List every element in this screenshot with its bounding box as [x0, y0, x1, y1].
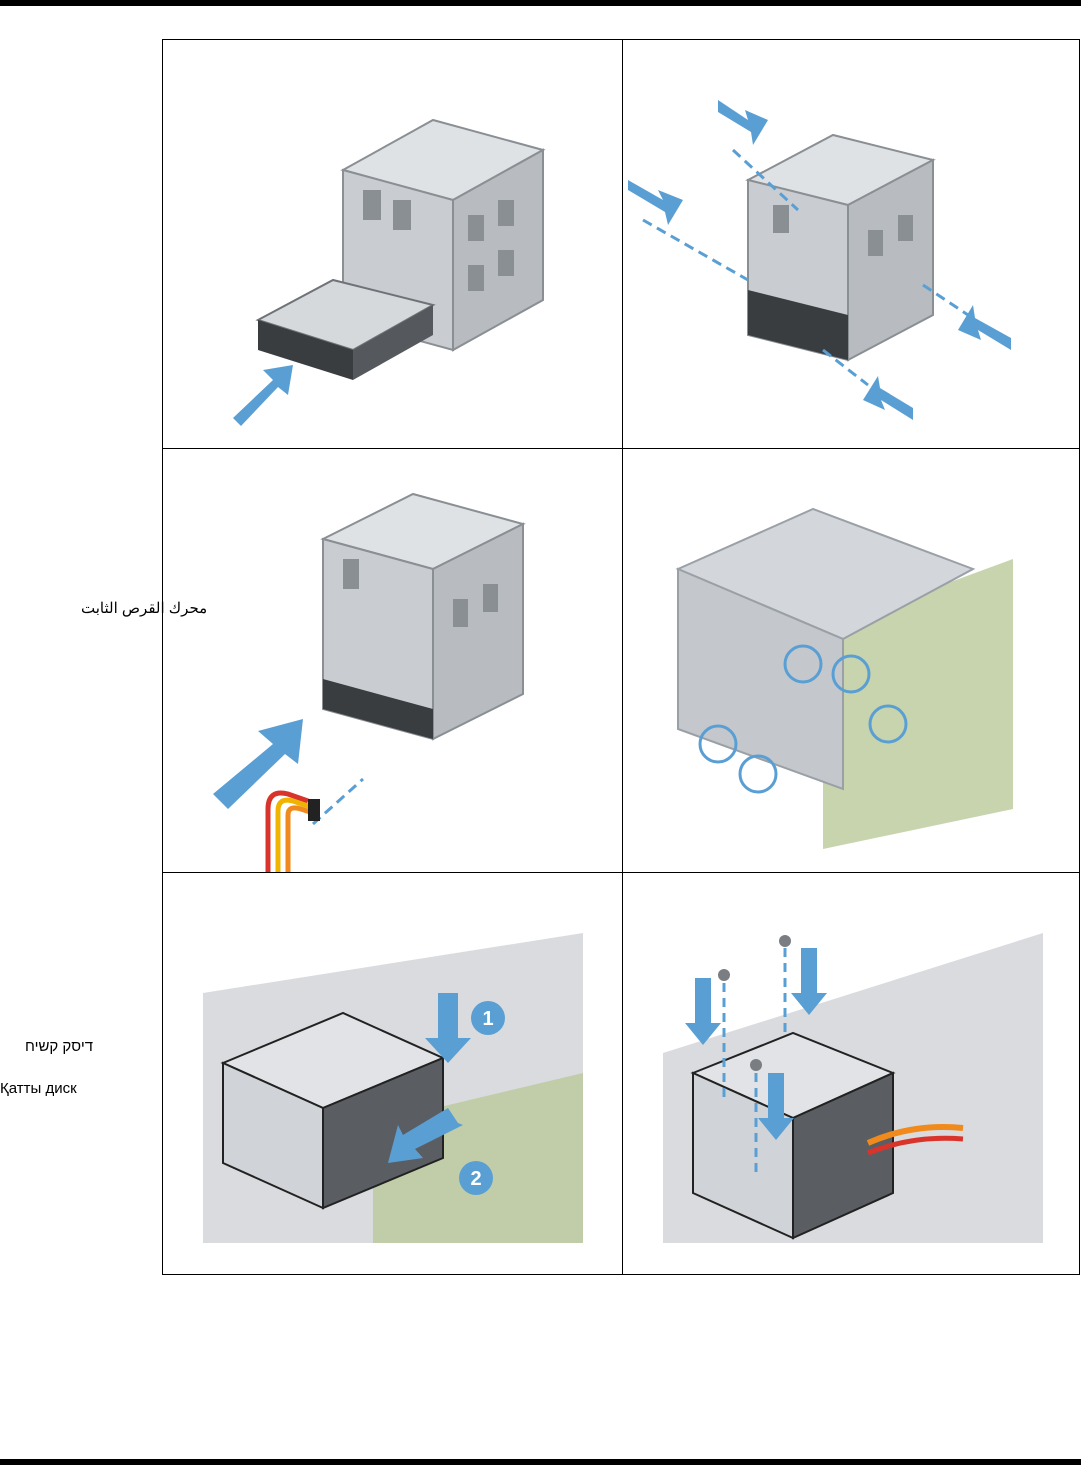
bottom-rule: [0, 1459, 1081, 1465]
cable-connector: [308, 799, 320, 821]
step-1-insert-drive: [163, 40, 622, 448]
step-2-illustration: [623, 40, 1081, 448]
arrow-icon: [628, 180, 683, 225]
step-2-install-screws: [623, 40, 1081, 448]
screw-icon: [750, 1059, 762, 1071]
cable-guide-line: [313, 779, 363, 824]
drive-cage: [748, 135, 933, 360]
mount-point-icon: [740, 756, 776, 792]
drive-cage: [323, 494, 523, 739]
step-6-illustration: [623, 873, 1081, 1275]
screw-icon: [779, 935, 791, 947]
insert-arrow-icon: [233, 365, 293, 426]
screw-guide-line: [643, 220, 748, 280]
step-4-mount-points: [623, 449, 1081, 872]
step-3-illustration: [163, 449, 622, 872]
arrow-icon: [958, 305, 1011, 350]
screw-icon: [718, 969, 730, 981]
label-hebrew: דיסק קשיח: [25, 1038, 93, 1055]
step-5-install-cage: 1 2: [163, 873, 622, 1275]
top-rule: [0, 0, 1081, 6]
label-kazakh: Қатты диск: [0, 1080, 77, 1097]
step-1-illustration: [163, 40, 622, 448]
step-2-badge-label: 2: [470, 1168, 481, 1190]
step-6-secure-cage: [623, 873, 1081, 1275]
arrow-icon: [863, 376, 913, 420]
step-5-illustration: 1 2: [163, 873, 622, 1275]
arrow-icon: [718, 100, 768, 145]
illustration-grid: 1 2: [162, 39, 1080, 1275]
down-arrow-icon: [685, 978, 721, 1045]
step-1-badge-label: 1: [482, 1008, 493, 1030]
step-4-illustration: [623, 449, 1081, 872]
step-3-connect-cables: [163, 449, 622, 872]
